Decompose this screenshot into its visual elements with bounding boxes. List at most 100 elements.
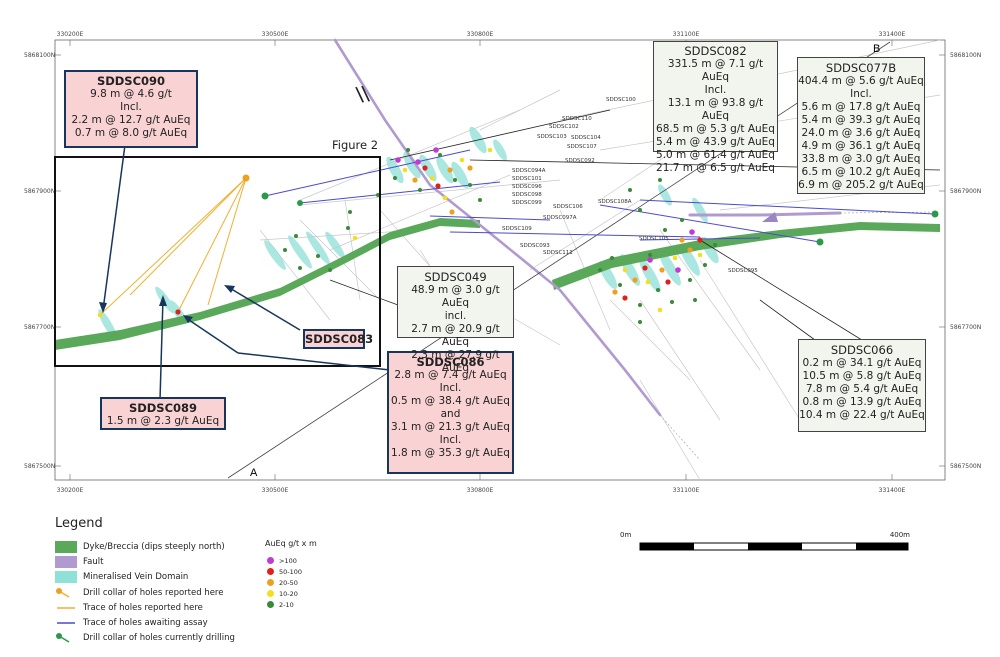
callout-line: 1.8 m @ 35.3 g/t AuEq <box>391 447 510 459</box>
callout-line: Incl. <box>704 84 727 96</box>
callout-line: 1.5 m @ 2.3 g/t AuEq <box>106 415 220 427</box>
callout-line: Incl. <box>439 382 462 394</box>
yellow-dot-icon <box>267 590 274 597</box>
callout-line: 68.5 m @ 5.3 g/t AuEq <box>656 123 775 135</box>
callout-line: 2.8 m @ 7.4 g/t AuEq <box>394 369 507 381</box>
x-tick-top: 331100E <box>673 31 700 38</box>
assay-dots <box>97 147 717 324</box>
callout-title: SDDSC066 <box>830 343 894 357</box>
callout-line: 5.6 m @ 17.8 g/t AuEq <box>801 101 921 113</box>
callout-line: 0.2 m @ 34.1 g/t AuEq <box>802 357 922 369</box>
callout-title: SDDSC077B <box>825 61 897 75</box>
legend-item: Dyke/Breccia (dips steeply north) <box>55 539 235 554</box>
callout-line: 48.9 m @ 3.0 g/t AuEq <box>411 284 500 309</box>
x-tick-bottom: 331400E <box>879 487 906 494</box>
grade-item: 2-10 <box>265 599 317 610</box>
hole-label: SDDSC106 <box>553 204 583 210</box>
callout-line: 5.4 m @ 43.9 g/t AuEq <box>656 136 775 148</box>
hole-label: SDDSC107 <box>567 144 597 150</box>
callout-sddsc077b: SDDSC077B 404.4 m @ 5.6 g/t AuEq Incl. 5… <box>797 57 925 194</box>
x-tick-bottom: 330800E <box>467 487 494 494</box>
faults <box>333 38 842 417</box>
hole-label: SDDSC110 <box>562 116 592 122</box>
figure-2-label: Figure 2 <box>332 138 379 152</box>
y-tick-left: 5868100N <box>24 52 55 59</box>
legend-item: Drill collar of holes currently drilling <box>55 631 235 646</box>
grade-item: >100 <box>265 555 317 566</box>
y-tick-left: 5867500N <box>24 463 55 470</box>
callout-line: 4.9 m @ 36.1 g/t AuEq <box>801 140 921 152</box>
callout-sddsc090: SDDSC090 9.8 m @ 4.6 g/t Incl. 2.2 m @ 1… <box>64 70 198 148</box>
legend-item: Drill collar of holes reported here <box>55 585 235 600</box>
scale-bar-graphic <box>639 542 909 551</box>
callout-line: 7.8 m @ 5.4 g/t AuEq <box>805 383 919 395</box>
callout-sddsc049: SDDSC049 48.9 m @ 3.0 g/t AuEq incl. 2.7… <box>397 266 514 374</box>
hole-label: SDDSC103 <box>537 134 567 140</box>
callout-title: SDDSC090 <box>96 74 166 88</box>
grade-legend: AuEq g/t x m >100 50-100 20-50 10-20 2-1… <box>265 539 317 610</box>
section-label-a: A <box>250 467 258 479</box>
y-tick-right: 5867700N <box>950 324 981 331</box>
green-collar-icon <box>55 632 77 644</box>
hole-label: SDDSC100 <box>606 97 636 103</box>
y-tick-left: 5867900N <box>24 188 55 195</box>
callout-line: 3.1 m @ 21.3 g/t AuEq <box>391 421 510 433</box>
strike-dip-symbol: \\ <box>355 81 372 108</box>
callout-line: 2.2 m @ 12.7 g/t AuEq <box>71 114 191 126</box>
legend-title: Legend <box>55 516 103 531</box>
callout-line: 5.0 m @ 61.4 g/t AuEq <box>656 149 775 161</box>
y-tick-right: 5868100N <box>950 52 981 59</box>
green-dot-icon <box>267 601 274 608</box>
hole-label: SDDSC102 <box>549 124 579 130</box>
callout-line: 9.8 m @ 4.6 g/t <box>90 88 172 100</box>
grade-item: 20-50 <box>265 577 317 588</box>
callout-line: 2.3 m @ 27.9 g/t AuEq <box>411 349 500 374</box>
dyke-body <box>55 218 480 350</box>
orange-collar-icon <box>55 587 77 599</box>
drilling-collars <box>261 192 939 246</box>
hole-label: SDDSC093 <box>520 243 550 249</box>
y-tick-right: 5867500N <box>950 463 981 470</box>
callout-line: Incl. <box>439 434 462 446</box>
callout-sddsc086: SDDSC086 2.8 m @ 7.4 g/t AuEq Incl. 0.5 … <box>387 351 514 474</box>
hole-label: SDDSC104 <box>571 135 601 141</box>
callout-line: 21.7 m @ 6.5 g/t AuEq <box>656 162 775 174</box>
legend-item: Trace of holes reported here <box>55 600 235 615</box>
green-fill-swatch-icon <box>55 540 77 553</box>
purple-fill-swatch-icon <box>55 555 77 568</box>
scale-start-label: 0m <box>620 531 632 539</box>
grade-item: 50-100 <box>265 566 317 577</box>
hole-label: SDDSC105 <box>639 236 669 242</box>
hole-label: SDDSC092 <box>565 158 595 164</box>
blue-line-icon <box>55 617 77 629</box>
callout-line: Incl. <box>850 88 872 100</box>
scale-end-label: 400m <box>889 531 910 539</box>
callout-line: 331.5 m @ 7.1 g/t AuEq <box>667 58 764 83</box>
hole-label: SDDSC097A <box>543 215 577 221</box>
hole-label: SDDSC108A <box>598 199 632 205</box>
callout-line: 5.4 m @ 39.3 g/t AuEq <box>801 114 921 126</box>
red-dot-icon <box>267 568 274 575</box>
callout-line: 13.1 m @ 93.8 g/t AuEq <box>667 97 764 122</box>
callout-line: 2.7 m @ 20.9 g/t AuEq <box>411 323 500 348</box>
callout-line: 404.4 m @ 5.6 g/t AuEq <box>798 75 924 87</box>
legend: Legend Dyke/Breccia (dips steeply north)… <box>55 516 235 646</box>
grade-item: 10-20 <box>265 588 317 599</box>
x-tick-bottom: 330500E <box>262 487 289 494</box>
callout-line: 6.9 m @ 205.2 g/t AuEq <box>798 179 924 191</box>
callout-title: SDDSC089 <box>128 401 198 415</box>
hole-label: SDDSC109 <box>502 226 532 232</box>
hole-label: SDDSC098 <box>512 192 542 198</box>
callout-line: 0.8 m @ 13.9 g/t AuEq <box>802 396 922 408</box>
x-tick-top: 330800E <box>467 31 494 38</box>
hole-label: SDDSC101 <box>512 176 542 182</box>
scale-bar: 0m 400m <box>610 531 910 555</box>
callout-sddsc066: SDDSC066 0.2 m @ 34.1 g/t AuEq 10.5 m @ … <box>798 339 926 432</box>
callout-line: and <box>440 408 461 420</box>
callout-line: Incl. <box>120 101 142 113</box>
callout-line: 6.5 m @ 10.2 g/t AuEq <box>801 166 921 178</box>
section-line <box>227 41 891 479</box>
grade-legend-title: AuEq g/t x m <box>265 539 317 548</box>
callout-line: 0.7 m @ 8.0 g/t AuEq <box>74 127 188 139</box>
callout-title: SDDSC083 <box>305 332 374 346</box>
